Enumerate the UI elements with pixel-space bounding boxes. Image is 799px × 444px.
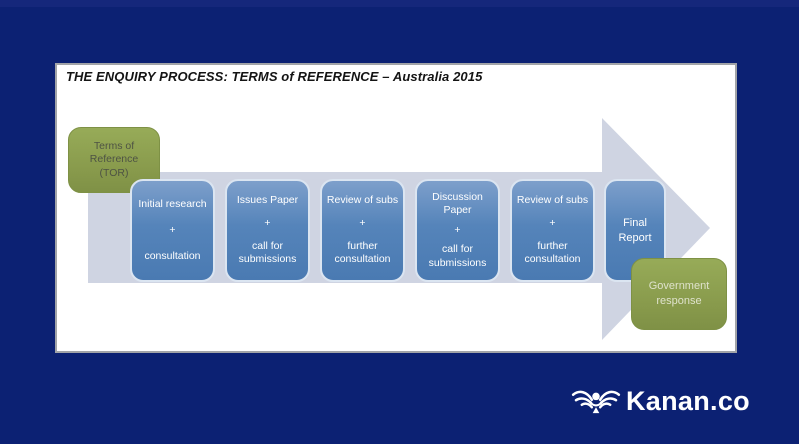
plus-separator: + [264, 216, 271, 229]
step-issues-paper: Issues Paper + call for submissions [225, 179, 310, 282]
winged-bird-logo-icon [571, 390, 621, 414]
step-text-bottom: further consultation [334, 239, 391, 266]
step-text-bottom: call for submissions [238, 239, 297, 266]
step-text-top: Initial research [138, 197, 207, 210]
step-text-bottom: call for submissions [428, 242, 487, 269]
end-node-government-response: Government response [631, 258, 727, 330]
step-text-bottom: consultation [144, 249, 201, 262]
plus-separator: + [454, 223, 461, 236]
step-text-top: Discussion Paper [432, 190, 483, 217]
start-node-label: Terms of Reference (TOR) [89, 139, 139, 179]
step-discussion-paper: Discussion Paper + call for submissions [415, 179, 500, 282]
step-initial-research: Initial research + consultation [130, 179, 215, 282]
brand-name: Kanan.co [626, 385, 750, 416]
step-text-top: Issues Paper [236, 194, 299, 207]
step-text-top: Review of subs [516, 194, 589, 207]
step-review-of-subs-1: Review of subs + further consultation [320, 179, 405, 282]
end-node-label: Government response [648, 280, 710, 307]
step-text-bottom: further consultation [524, 239, 581, 266]
diagram-title: THE ENQUIRY PROCESS: TERMS of REFERENCE … [66, 69, 483, 84]
step-review-of-subs-2: Review of subs + further consultation [510, 179, 595, 282]
brand-footer: Kanan.co [571, 383, 750, 419]
top-accent-strip [0, 0, 799, 7]
step-text-top: Final Report [618, 217, 652, 244]
plus-separator: + [169, 223, 176, 236]
plus-separator: + [549, 216, 556, 229]
plus-separator: + [359, 216, 366, 229]
step-text-top: Review of subs [326, 194, 399, 207]
